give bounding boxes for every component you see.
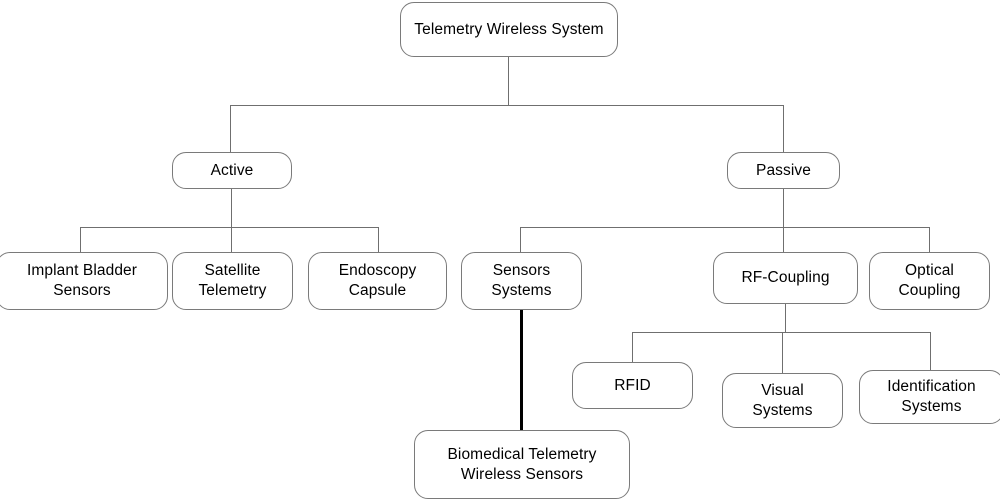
node-optical-coupling[interactable]: Optical Coupling bbox=[869, 252, 990, 310]
connector-active-bus bbox=[80, 227, 378, 228]
connector-drop-optical-coupling bbox=[929, 227, 930, 252]
connector-drop-passive bbox=[783, 105, 784, 152]
connector-drop-rf-coupling bbox=[783, 227, 784, 252]
node-passive[interactable]: Passive bbox=[727, 152, 840, 189]
connector-root-stem bbox=[508, 57, 509, 105]
node-rfid[interactable]: RFID bbox=[572, 362, 693, 409]
connector-drop-visual-systems bbox=[782, 332, 783, 373]
connector-passive-bus bbox=[520, 227, 929, 228]
connector-drop-sensors-systems bbox=[520, 227, 521, 252]
connector-rf-children-bus bbox=[632, 332, 930, 333]
connector-drop-satellite-telemetry bbox=[231, 227, 232, 252]
connector-drop-identification-systems bbox=[930, 332, 931, 370]
connector-drop-implant-bladder-sensors bbox=[80, 227, 81, 252]
connector-passive-stem bbox=[783, 189, 784, 227]
node-visual-systems[interactable]: Visual Systems bbox=[722, 373, 843, 428]
node-active[interactable]: Active bbox=[172, 152, 292, 189]
node-biomedical-telemetry-wireless-sensors[interactable]: Biomedical Telemetry Wireless Sensors bbox=[414, 430, 630, 499]
node-satellite-telemetry[interactable]: Satellite Telemetry bbox=[172, 252, 293, 310]
node-implant-bladder-sensors[interactable]: Implant Bladder Sensors bbox=[0, 252, 168, 310]
connector-drop-active bbox=[230, 105, 231, 152]
node-identification-systems[interactable]: Identification Systems bbox=[859, 370, 1000, 424]
connector-sensors-to-biomedical bbox=[520, 310, 523, 431]
node-sensors-systems[interactable]: Sensors Systems bbox=[461, 252, 582, 310]
node-rf-coupling[interactable]: RF-Coupling bbox=[713, 252, 858, 304]
connector-level2-bus bbox=[230, 105, 784, 106]
connector-drop-rfid bbox=[632, 332, 633, 362]
connector-active-stem bbox=[231, 189, 232, 227]
connector-rf-coupling-stem bbox=[785, 304, 786, 332]
connector-drop-endoscopy-capsule bbox=[378, 227, 379, 252]
node-telemetry-wireless-system[interactable]: Telemetry Wireless System bbox=[400, 2, 618, 57]
node-endoscopy-capsule[interactable]: Endoscopy Capsule bbox=[308, 252, 447, 310]
